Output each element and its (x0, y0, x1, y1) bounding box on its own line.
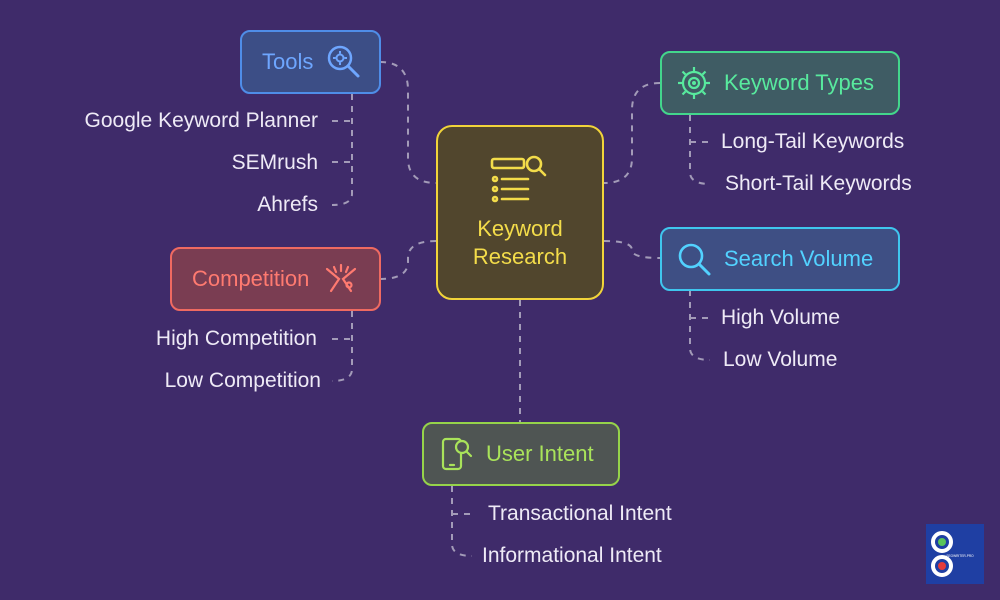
mobile-search-icon (441, 437, 473, 471)
user-intent-label: User Intent (486, 441, 594, 466)
user-intent-item-informational: Informational Intent (482, 544, 662, 567)
brand-logo: SEOWRITER-PRO (926, 524, 984, 584)
tools-label: Tools (262, 49, 314, 74)
search-volume-item-high: High Volume (721, 306, 841, 329)
connector-keyword-types (603, 82, 661, 184)
search-volume-label: Search Volume (724, 246, 874, 271)
logo-text: SEOWRITER-PRO (946, 554, 974, 558)
connector-keyword-types-items (689, 115, 711, 185)
connector-tools (379, 61, 437, 184)
competition-item-high: High Competition (155, 327, 317, 350)
center-label-line1: Keyword (477, 216, 563, 241)
clash-icon (326, 263, 357, 293)
connector-competition (379, 240, 437, 280)
connector-user-intent-items (451, 486, 473, 557)
center-label-line2: Research (472, 244, 568, 269)
search-icon (678, 243, 711, 276)
keyword-research-node: Keyword Research (436, 125, 604, 300)
keyword-types-node: Keyword Types (660, 51, 900, 115)
user-intent-node: User Intent (422, 422, 620, 486)
logo-mark-icon: SEOWRITER-PRO (931, 531, 974, 577)
keyword-types-item-short-tail: Short-Tail Keywords (725, 172, 912, 195)
user-intent-item-transactional: Transactional Intent (488, 502, 672, 525)
keyword-types-label: Keyword Types (724, 70, 875, 95)
list-search-icon (490, 155, 547, 203)
gear-magnifier-icon (328, 45, 360, 78)
search-volume-item-low: Low Volume (723, 348, 838, 371)
search-volume-node: Search Volume (660, 227, 900, 291)
connector-search-volume-items (689, 290, 711, 361)
eye-gear-icon (678, 67, 710, 99)
competition-item-low: Low Competition (164, 369, 321, 392)
competition-node: Competition (170, 247, 381, 311)
tools-node: Tools (240, 30, 381, 94)
tools-item-semrush: SEMrush (231, 151, 318, 174)
tools-item-ahrefs: Ahrefs (257, 193, 318, 216)
connector-tools-items (331, 94, 353, 206)
tools-item-google-keyword-planner: Google Keyword Planner (84, 109, 318, 132)
competition-label: Competition (192, 266, 310, 291)
keyword-types-item-long-tail: Long-Tail Keywords (721, 130, 905, 153)
connector-search-volume (603, 240, 661, 259)
connector-competition-items (331, 311, 353, 382)
